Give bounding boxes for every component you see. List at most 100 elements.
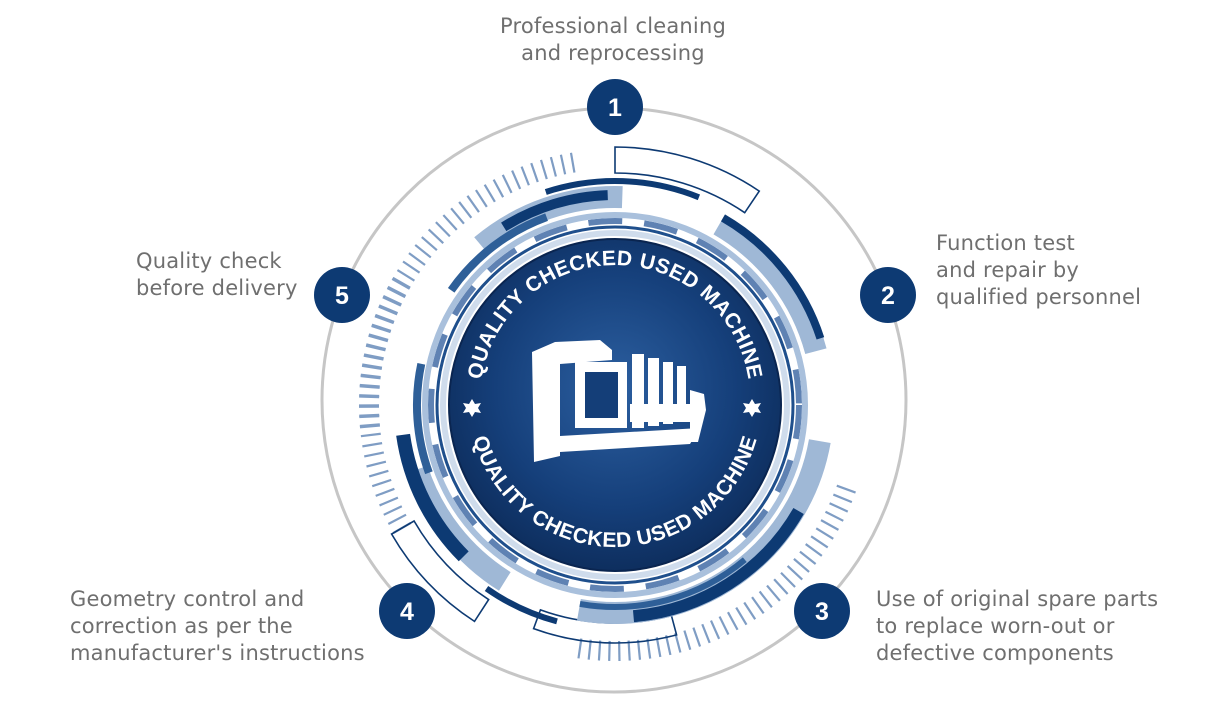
decor-arc xyxy=(412,362,433,475)
hatch-tick xyxy=(382,295,402,306)
hatch-tick xyxy=(587,639,592,660)
step-number-1: 1 xyxy=(608,94,622,122)
hatch-tick xyxy=(559,154,567,175)
step-label-line: defective components xyxy=(876,641,1114,665)
hatch-tick xyxy=(758,590,773,608)
hatch-tick xyxy=(780,571,796,588)
hatch-tick xyxy=(359,423,380,428)
step-number-4: 4 xyxy=(400,598,414,626)
outline-segment xyxy=(614,146,761,214)
badge-ring-light xyxy=(440,230,790,580)
hatch-tick xyxy=(701,623,711,644)
hatch-tick xyxy=(360,432,381,438)
decor-arc xyxy=(447,213,548,293)
hatch-tick xyxy=(382,296,402,307)
step-number-5: 5 xyxy=(335,282,349,310)
hatch-tick xyxy=(597,640,602,661)
hatch-tick xyxy=(360,373,381,379)
step-marker-4 xyxy=(379,583,435,639)
hatch-tick xyxy=(375,487,395,497)
hatch-tick xyxy=(751,596,765,615)
hatch-tick xyxy=(408,252,426,266)
hatch-tick xyxy=(832,493,853,504)
hatch-tick xyxy=(387,513,407,525)
hatch-tick xyxy=(520,166,530,186)
hatch-tick xyxy=(366,343,386,351)
hatch-tick xyxy=(387,285,407,298)
hatch-tick xyxy=(359,383,380,388)
hatch-tick xyxy=(442,214,458,231)
step-label-line: to replace worn-out or xyxy=(876,614,1115,638)
hatch-tick xyxy=(766,584,781,602)
step-marker-3 xyxy=(794,583,850,639)
hatch-tick xyxy=(530,162,539,183)
hatch-tick xyxy=(718,616,730,635)
hatch-tick xyxy=(815,527,834,540)
outline-segment xyxy=(390,519,490,623)
hatch-tick xyxy=(391,277,411,290)
step-marker-1 xyxy=(587,79,643,135)
hatch-tick xyxy=(378,305,398,316)
step-label-line: and repair by xyxy=(936,258,1079,282)
hatch-tick xyxy=(683,630,692,651)
decor-arc xyxy=(484,586,558,625)
hatch-tick xyxy=(539,159,548,180)
hatch-tick xyxy=(359,415,380,419)
step-label-3: Use of original spare parts to replace wo… xyxy=(876,586,1196,667)
hatch-tick xyxy=(665,635,672,656)
hatch-tick xyxy=(836,484,856,494)
hatch-tick xyxy=(414,244,432,259)
step-label-line: before delivery xyxy=(136,276,298,300)
step-label-line: Quality check xyxy=(136,249,282,273)
hatch-tick xyxy=(402,260,421,274)
hatch-tick xyxy=(371,478,392,488)
hatch-tick xyxy=(383,505,403,516)
hatch-tick xyxy=(692,627,702,647)
hatch-tick xyxy=(421,236,438,252)
hatch-tick xyxy=(466,195,480,213)
hatch-tick xyxy=(359,395,380,399)
hatch-tick xyxy=(378,304,399,315)
hatch-tick xyxy=(392,276,411,289)
hatch-tick xyxy=(820,519,840,531)
decor-arc xyxy=(720,214,825,340)
hatch-tick xyxy=(824,510,844,522)
hatch-tick xyxy=(735,606,748,626)
hatch-tick xyxy=(709,620,721,640)
star-icon xyxy=(743,399,761,417)
step-label-line: manufacturer's instructions xyxy=(70,641,365,665)
hatch-tick xyxy=(363,354,384,361)
hatch-tick xyxy=(371,324,391,334)
hatch-tick xyxy=(810,535,829,549)
hatch-tick xyxy=(743,601,757,620)
step-label-line: Use of original spare parts xyxy=(876,587,1159,611)
hatch-tick xyxy=(483,184,496,203)
cnc-machine-icon xyxy=(532,340,706,462)
step-label-line: qualified personnel xyxy=(936,285,1142,309)
hatch-tick xyxy=(359,413,380,417)
hatch-tick xyxy=(492,179,505,198)
step-number-3: 3 xyxy=(815,598,829,626)
hatch-tick xyxy=(359,394,380,398)
hatch-tick xyxy=(359,385,380,389)
badge-outer-band xyxy=(422,212,808,598)
hatch-tick xyxy=(773,578,789,595)
hatch-tick xyxy=(368,469,389,478)
hatch-tick xyxy=(450,207,465,225)
decor-arc xyxy=(396,433,469,562)
decor-arc xyxy=(579,557,747,610)
hatch-tick xyxy=(646,638,652,659)
hatch-tick xyxy=(435,221,451,238)
hatch-tick xyxy=(360,374,381,380)
hatch-tick xyxy=(569,152,576,173)
hatch-tick xyxy=(829,502,849,513)
decor-arc xyxy=(713,215,827,355)
step-label-line: correction as per the xyxy=(70,614,293,638)
hatch-tick xyxy=(627,640,631,661)
hatch-tick xyxy=(475,189,488,208)
hatch-tick xyxy=(386,287,406,299)
hatch-tick xyxy=(379,496,399,507)
hatch-tick xyxy=(371,323,392,332)
